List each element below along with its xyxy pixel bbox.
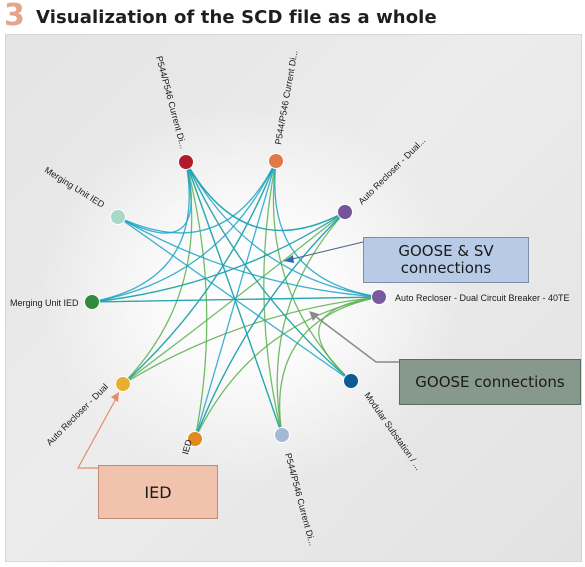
goose-sv-connection-line	[91, 296, 380, 303]
goose-sv-connection-line	[117, 161, 192, 234]
goose-sv-connection-line	[117, 216, 380, 298]
ied-node-label: Auto Recloser - Dual Circuit Breaker - 4…	[395, 293, 570, 303]
ied-node[interactable]	[268, 153, 284, 169]
ied-node[interactable]	[178, 154, 194, 170]
ied-node[interactable]	[84, 294, 100, 310]
ied-node[interactable]	[274, 427, 290, 443]
ied-arrowhead	[111, 392, 119, 402]
ied-leader-line	[76, 394, 119, 469]
ied-node-label: Auto Recloser - Dual...	[356, 135, 427, 206]
goose-leader-line	[310, 312, 399, 363]
ied-node-label: Auto Recloser - Dual	[44, 382, 110, 448]
step-number: 3	[4, 0, 25, 33]
goose-sv-connection-line	[185, 161, 346, 232]
goose-sv-leader-line	[283, 241, 364, 262]
figure-title: Visualization of the SCD file as a whole	[36, 7, 437, 28]
connection-diagram: P544/P546 Current Di... P544/P546 Current…	[10, 50, 570, 547]
ied-node-label: Merging Unit IED	[43, 165, 107, 210]
ied-node-label: IED	[180, 438, 194, 456]
goose-sv-arrowhead	[284, 255, 294, 263]
goose-callout: GOOSE connections	[399, 359, 581, 405]
connection-lines	[91, 160, 380, 440]
ied-node[interactable]	[115, 376, 131, 392]
ied-node[interactable]	[110, 209, 126, 225]
ied-node[interactable]	[337, 204, 353, 220]
goose-connection-line	[276, 211, 346, 436]
ied-node[interactable]	[371, 289, 387, 305]
goose-sv-connection-line	[185, 161, 352, 382]
goose-connection-line	[272, 160, 352, 382]
ied-nodes	[84, 153, 387, 447]
goose-connection-line	[122, 296, 380, 385]
goose-sv-callout: GOOSE & SV connections	[363, 237, 529, 283]
goose-sv-connection-line	[185, 161, 380, 298]
goose-sv-connection-line	[274, 160, 380, 298]
ied-node[interactable]	[187, 431, 203, 447]
goose-sv-connection-line	[194, 211, 346, 440]
ied-node-label: P544/P546 Current Di...	[154, 55, 188, 150]
goose-connection-line	[185, 161, 352, 382]
ied-node[interactable]	[343, 373, 359, 389]
goose-connection-line	[318, 296, 380, 382]
ied-node-label: P544/P546 Current Di...	[283, 452, 317, 547]
goose-connection-line	[194, 211, 346, 440]
ied-node-label: Merging Unit IED	[10, 298, 79, 308]
goose-arrowhead	[309, 311, 319, 321]
ied-node-label: P544/P546 Current Di...	[273, 50, 299, 146]
goose-sv-connection-line	[91, 160, 277, 303]
diagram-panel: P544/P546 Current Di... P544/P546 Current…	[5, 34, 582, 562]
goose-sv-connection-line	[122, 160, 277, 385]
figure-header: 3 Visualization of the SCD file as a who…	[0, 0, 585, 34]
ied-callout: IED	[98, 465, 218, 519]
goose-sv-connection-line	[91, 211, 346, 303]
goose-sv-connection-line	[117, 160, 277, 234]
callout-leaders	[76, 241, 399, 469]
